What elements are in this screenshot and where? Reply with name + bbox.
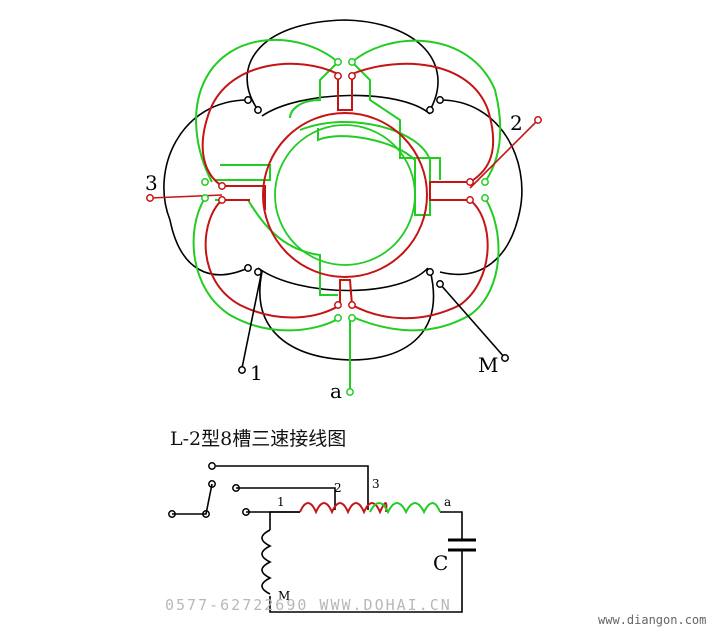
site-footer: www.diangon.com (598, 613, 706, 627)
terminal-node (534, 116, 542, 124)
red-coil-right (351, 62, 495, 183)
terminal-node (348, 72, 356, 80)
terminal-node (254, 268, 262, 276)
green-inner-left (215, 164, 338, 296)
terminal-node (436, 280, 444, 288)
terminal-node (334, 58, 342, 66)
lead-1 (241, 269, 263, 369)
lead-M (439, 283, 506, 359)
terminal-node (426, 268, 434, 276)
terminal-node (244, 264, 252, 272)
green-winding (369, 502, 441, 515)
black-inner-bottom (257, 267, 429, 292)
switch-wires (172, 465, 369, 515)
black-inner-top (261, 94, 431, 117)
terminal-3-label: 3 (145, 171, 158, 195)
red-winding (299, 502, 388, 515)
terminal-node (244, 96, 252, 104)
terminal-node (348, 301, 356, 309)
red-inner-ring (262, 112, 428, 278)
terminal-node (348, 58, 356, 66)
tap-a-label: a (444, 495, 451, 509)
schematic-frame (269, 511, 463, 613)
green-coil-top-left (195, 38, 339, 183)
terminal-node (348, 314, 356, 322)
tap-2-label: 2 (334, 481, 342, 495)
terminal-node (426, 106, 434, 114)
black-coil-bottom (259, 269, 435, 361)
terminal-a-label: a (330, 379, 342, 403)
tap-1-label: 1 (277, 495, 285, 509)
terminal-node (334, 301, 342, 309)
terminal-1-label: 1 (250, 361, 263, 385)
red-coil-left (201, 62, 339, 187)
green-coil-bottom-right (354, 197, 500, 332)
terminal-node (346, 388, 354, 396)
green-inner-top (289, 61, 441, 180)
tap-3-label: 3 (372, 477, 380, 491)
black-coil-right (439, 99, 523, 276)
terminal-node (218, 182, 226, 190)
green-coil-top-right (351, 39, 502, 183)
main-winding (261, 529, 272, 595)
terminal-nodes (146, 58, 542, 518)
green-core-ring (274, 124, 416, 266)
terminal-node (208, 462, 216, 470)
schematic (172, 465, 476, 613)
terminal-node (334, 72, 342, 80)
red-inner-links (222, 74, 470, 306)
red-coil-bottom-left (204, 199, 341, 319)
terminal-node (218, 196, 226, 204)
red-coil-bottom-right (351, 199, 489, 320)
capacitor-label: C (433, 551, 448, 575)
watermark: 0577-62722690 WWW.DOHAI.CN (165, 596, 452, 614)
diagram-caption: L-2型8槽三速接线图 (170, 428, 346, 450)
stator-rings (149, 19, 539, 390)
terminal-node (201, 178, 209, 186)
terminal-M-label: M (478, 353, 498, 377)
green-inner-ring (299, 121, 431, 216)
lead-3 (149, 194, 223, 199)
terminal-node (436, 96, 444, 104)
lead-2 (469, 119, 539, 189)
terminal-node (334, 314, 342, 322)
terminal-node (481, 178, 489, 186)
tap-M-label: M (278, 589, 290, 603)
terminal-node (254, 106, 262, 114)
terminal-node (466, 196, 474, 204)
terminal-node (481, 194, 489, 202)
terminal-node (201, 194, 209, 202)
terminal-node (146, 194, 154, 202)
terminal-2-label: 2 (510, 111, 523, 135)
terminal-node (501, 354, 509, 362)
terminal-node (466, 178, 474, 186)
green-coil-bottom-left (192, 197, 341, 332)
terminal-node (238, 366, 246, 374)
